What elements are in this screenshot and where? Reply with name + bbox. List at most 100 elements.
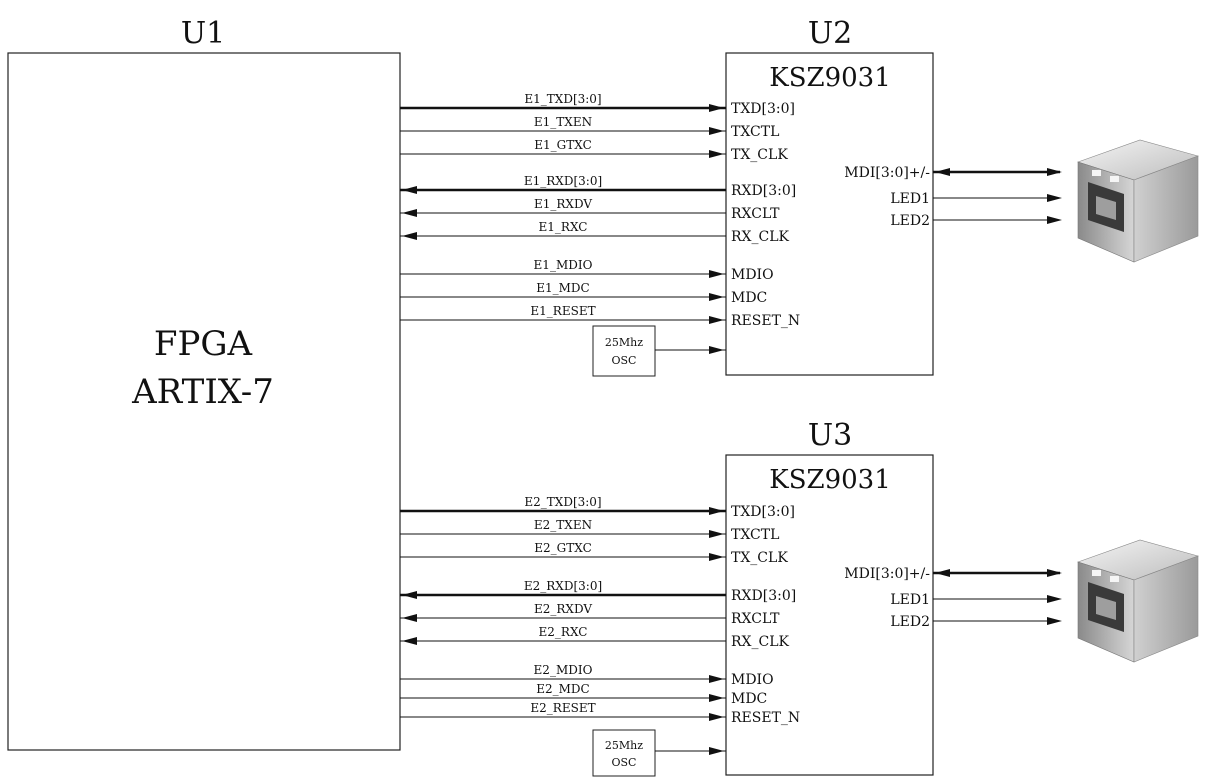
osc-box <box>592 325 656 377</box>
rj45-connector-icon <box>1077 539 1199 663</box>
arrow-right-icon <box>1047 216 1062 224</box>
osc-label-type: OSC <box>612 756 637 769</box>
arrow-left-icon <box>935 569 950 577</box>
osc-block: 25Mhz OSC <box>592 325 656 377</box>
arrow-right-icon <box>1047 595 1062 603</box>
net-label: E2_MDC <box>536 682 589 696</box>
net-label: E2_MDIO <box>534 663 593 677</box>
arrow-right-icon <box>709 694 724 702</box>
net-label: E2_GTXC <box>534 541 592 555</box>
arrow-right-icon <box>709 104 724 112</box>
net-label: E1_GTXC <box>534 138 592 152</box>
pin-label: LED2 <box>890 213 930 229</box>
pin-label: TX_CLK <box>731 147 788 163</box>
arrow-left-icon <box>402 186 417 194</box>
pin-label: TXCTL <box>731 124 779 140</box>
pin-label: RXCLT <box>731 206 780 222</box>
net-label: E2_RESET <box>530 701 595 715</box>
phy-ref-label: U3 <box>808 418 852 453</box>
arrow-right-icon <box>709 553 724 561</box>
arrow-right-icon <box>1047 569 1062 577</box>
connector-led <box>1092 570 1101 576</box>
net-label: E1_RESET <box>530 304 595 318</box>
arrow-right-icon <box>709 150 724 158</box>
arrow-left-icon <box>402 614 417 622</box>
arrow-right-icon <box>709 675 724 683</box>
pin-label: MDIO <box>731 267 774 283</box>
net-label: E1_MDIO <box>534 258 593 272</box>
arrow-left-icon <box>402 232 417 240</box>
fpga-block: U1 FPGA ARTIX-7 <box>7 16 401 751</box>
arrow-right-icon <box>709 713 724 721</box>
pin-label: RX_CLK <box>731 229 790 245</box>
phy-box <box>725 454 934 776</box>
arrow-right-icon <box>709 747 724 755</box>
phy-chip-name: KSZ9031 <box>769 465 890 495</box>
pin-label: TXD[3:0] <box>731 504 795 520</box>
net-label: E1_TXEN <box>534 115 592 129</box>
net-label: E2_TXD[3:0] <box>524 495 601 509</box>
phy-signals-u3: E2_TXD[3:0] TXD[3:0] E2_TXEN TXCTL E2_GTXC TX… <box>400 495 1199 755</box>
connector-latch <box>1096 596 1116 620</box>
pin-label: RESET_N <box>731 710 800 726</box>
arrow-right-icon <box>709 316 724 324</box>
connector-led <box>1092 170 1101 176</box>
pin-label: RX_CLK <box>731 634 790 650</box>
arrow-right-icon <box>709 530 724 538</box>
rj45-connector-icon <box>1077 139 1199 263</box>
osc-label-freq: 25Mhz <box>605 739 643 752</box>
arrow-right-icon <box>709 127 724 135</box>
pin-label: MDI[3:0]+/- <box>844 165 930 181</box>
fpga-name-line1: FPGA <box>154 324 253 364</box>
pin-label: TXD[3:0] <box>731 101 795 117</box>
pin-label: TX_CLK <box>731 550 788 566</box>
osc-label-freq: 25Mhz <box>605 336 643 349</box>
connector-side <box>1133 555 1199 663</box>
pin-label: TXCTL <box>731 527 779 543</box>
osc-label-type: OSC <box>612 354 637 367</box>
net-label: E1_MDC <box>536 281 589 295</box>
phy-block-u2: U2 KSZ9031 25Mhz OSC <box>592 16 934 377</box>
arrow-left-icon <box>402 209 417 217</box>
pin-label: RXD[3:0] <box>731 183 796 199</box>
phy-block-u3: U3 KSZ9031 25Mhz OSC <box>592 418 934 777</box>
arrow-left-icon <box>402 591 417 599</box>
pin-label: MDC <box>731 290 767 306</box>
connector-latch <box>1096 196 1116 220</box>
pin-label: LED2 <box>890 614 930 630</box>
signal-wires: E1_TXD[3:0]TXD[3:0]E1_TXENTXCTLE1_GTXCTX… <box>400 92 1199 755</box>
arrow-right-icon <box>1047 194 1062 202</box>
pin-label: MDI[3:0]+/- <box>844 566 930 582</box>
phy-chip-name: KSZ9031 <box>769 63 890 93</box>
phy-signals-u2: E1_TXD[3:0]TXD[3:0]E1_TXENTXCTLE1_GTXCTX… <box>400 92 1199 354</box>
net-label: E2_RXD[3:0] <box>524 579 602 593</box>
net-label: E2_RXC <box>539 625 588 639</box>
net-label: E2_TXEN <box>534 518 592 532</box>
fpga-box <box>7 52 401 751</box>
net-label: E1_RXDV <box>534 197 592 211</box>
net-label: E1_RXD[3:0] <box>524 174 602 188</box>
connector-side <box>1133 155 1199 263</box>
pin-label: MDC <box>731 691 767 707</box>
osc-box <box>592 729 656 777</box>
pin-label: RXCLT <box>731 611 780 627</box>
connector-led <box>1110 576 1119 582</box>
phy-box <box>725 52 934 376</box>
connector-led <box>1110 176 1119 182</box>
arrow-right-icon <box>709 346 724 354</box>
net-label: E2_RXDV <box>534 602 592 616</box>
pin-label: LED1 <box>890 592 930 608</box>
pin-label: MDIO <box>731 672 774 688</box>
arrow-right-icon <box>1047 168 1062 176</box>
net-label: E1_RXC <box>539 220 588 234</box>
arrow-left-icon <box>402 637 417 645</box>
arrow-right-icon <box>709 293 724 301</box>
pin-label: RXD[3:0] <box>731 588 796 604</box>
fpga-name-line2: ARTIX-7 <box>131 372 274 412</box>
pin-label: RESET_N <box>731 313 800 329</box>
arrow-right-icon <box>1047 617 1062 625</box>
osc-block: 25Mhz OSC <box>592 729 656 777</box>
arrow-right-icon <box>709 270 724 278</box>
pin-label: LED1 <box>890 191 930 207</box>
